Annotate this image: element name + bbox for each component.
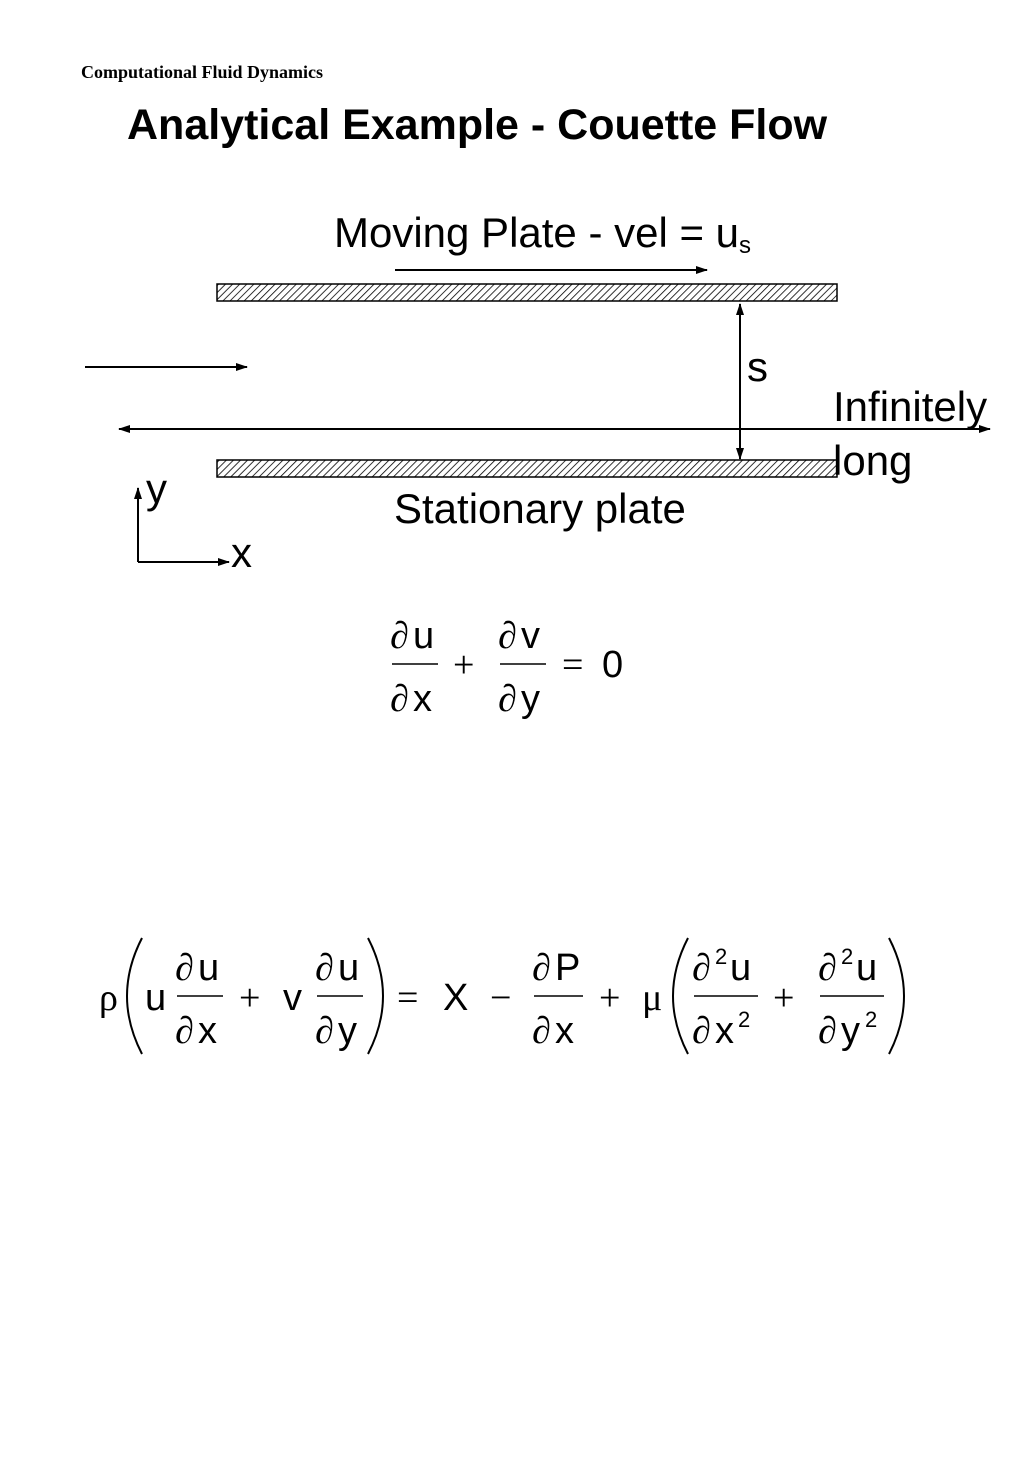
infinitely-label: Infinitely [833,383,988,430]
svg-text:∂: ∂ [692,947,711,989]
couette-flow-diagram [85,266,991,566]
svg-text:x: x [413,678,432,720]
svg-text:u: u [338,947,359,989]
svg-text:∂: ∂ [818,1010,837,1052]
svg-text:u: u [856,947,877,989]
svg-text:∂: ∂ [532,1010,551,1052]
svg-text:∂: ∂ [818,947,837,989]
svg-text:ρ: ρ [99,977,118,1019]
svg-text:0: 0 [602,644,623,686]
svg-text:∂: ∂ [315,947,334,989]
momentum-equation: ρ u ∂ u ∂ x + v ∂ u ∂ y = X − ∂ P ∂ x + … [99,937,905,1055]
svg-text:x: x [198,1010,217,1052]
svg-text:+: + [599,977,620,1019]
svg-text:v: v [283,977,302,1019]
svg-text:=: = [397,977,418,1019]
svg-text:∂: ∂ [175,947,194,989]
svg-text:P: P [555,947,580,989]
svg-text:+: + [453,644,474,686]
svg-text:2: 2 [738,1007,750,1032]
stationary-plate [216,459,838,478]
svg-text:x: x [715,1010,734,1052]
svg-text:u: u [198,947,219,989]
gap-label: s [747,343,768,390]
continuity-equation: ∂ u ∂ x + ∂ v ∂ y = 0 [390,615,623,720]
svg-text:y: y [338,1010,357,1052]
moving-plate-label-text: Moving Plate - vel = u [334,209,740,256]
svg-text:−: − [490,977,511,1019]
svg-text:X: X [443,977,468,1019]
stationary-plate-label: Stationary plate [394,485,686,532]
moving-plate-label: Moving Plate - vel = us [334,212,751,258]
svg-text:2: 2 [715,944,727,969]
svg-text:∂: ∂ [315,1010,334,1052]
svg-text:2: 2 [865,1007,877,1032]
svg-text:2: 2 [841,944,853,969]
long-label: long [833,437,913,484]
svg-text:∂: ∂ [390,615,409,657]
svg-text:+: + [773,977,794,1019]
svg-text:u: u [413,615,434,657]
svg-text:∂: ∂ [498,615,517,657]
page-title: Analytical Example - Couette Flow [127,101,828,149]
svg-text:y: y [841,1010,860,1052]
svg-text:∂: ∂ [390,678,409,720]
svg-text:=: = [562,644,583,686]
svg-text:∂: ∂ [692,1010,711,1052]
moving-plate-label-subscript: s [739,232,752,259]
svg-text:+: + [239,977,260,1019]
svg-text:∂: ∂ [175,1010,194,1052]
svg-text:∂: ∂ [532,947,551,989]
moving-plate [216,283,838,302]
svg-text:v: v [521,615,540,657]
svg-text:y: y [521,678,540,720]
x-axis-label: x [231,529,252,576]
svg-text:μ: μ [642,977,662,1019]
svg-text:u: u [145,977,166,1019]
y-axis-label: y [146,465,167,512]
page-header: Computational Fluid Dynamics [81,62,324,82]
svg-text:x: x [555,1010,574,1052]
svg-text:∂: ∂ [498,678,517,720]
svg-text:u: u [730,947,751,989]
